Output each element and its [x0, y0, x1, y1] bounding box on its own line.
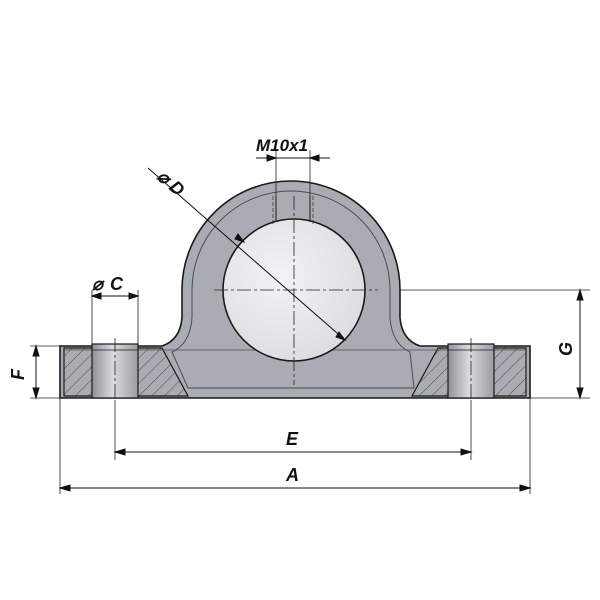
label-thread: M10x1 — [256, 136, 308, 155]
label-length: A — [285, 465, 299, 485]
label-bore: D — [165, 176, 188, 200]
label-hole: C — [110, 274, 124, 294]
label-axis-height: G — [556, 342, 576, 356]
label-bore-group: ⌀ D — [153, 166, 188, 200]
inner-contour — [171, 190, 415, 389]
threaded-hole-m10x1 — [272, 196, 314, 224]
dim-line-bore — [147, 167, 346, 341]
center-lines — [114, 196, 472, 400]
label-base-height: F — [8, 368, 28, 380]
diameter-symbol-hole: ⌀ — [92, 274, 105, 294]
dimension-lines — [32, 154, 584, 492]
label-spacing: E — [286, 429, 299, 449]
